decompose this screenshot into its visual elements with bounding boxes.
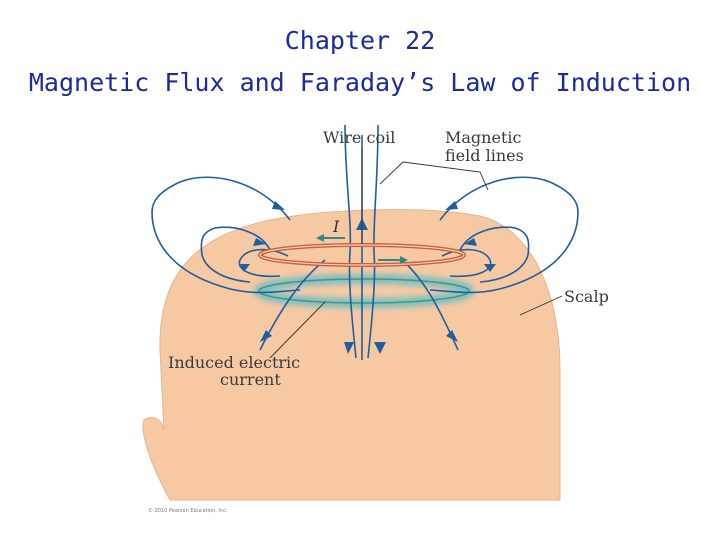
field-line-left-outer: [151, 176, 301, 294]
leader-field-lines: [402, 161, 489, 191]
label-scalp: Scalp: [564, 287, 609, 306]
arrow-right-lower: [446, 330, 458, 342]
label-induced-electric: Induced electric: [168, 353, 300, 372]
arrow-left-outer: [272, 201, 285, 210]
label-current-symbol: I: [332, 217, 340, 236]
arrow-left-inner: [240, 264, 250, 272]
leader-field-lines-2: [379, 161, 404, 185]
field-line-left-middle: [200, 226, 271, 283]
slide-title-line-1: Chapter 22: [284, 26, 436, 55]
leader-scalp: [519, 295, 563, 316]
label-magnetic: Magnetic: [445, 128, 521, 147]
label-current: current: [220, 370, 281, 389]
arrow-left-lower: [260, 330, 272, 342]
field-line-right-outer: [429, 176, 579, 294]
slide-title-line-2: Magnetic Flux and Faraday’s Law of Induc…: [28, 68, 692, 97]
current-arrowhead-front: [400, 256, 408, 264]
arrow-right-inner: [484, 264, 496, 272]
label-wire-coil: Wire coil: [323, 128, 395, 147]
arrow-center-right: [374, 342, 386, 354]
arrow-right-middle: [464, 238, 477, 246]
arrow-center-left: [344, 342, 354, 354]
copyright-notice: © 2010 Pearson Education, Inc.: [148, 507, 228, 514]
magnetic-induction-diagram: Wire coil Magnetic field lines I Scalp I…: [142, 124, 609, 514]
field-line-center-left: [344, 124, 357, 359]
arrow-left-middle: [253, 238, 266, 246]
label-field-lines: field lines: [445, 146, 524, 165]
leader-induced: [269, 301, 326, 359]
field-line-center-right: [367, 124, 379, 359]
field-line-right-middle: [459, 226, 530, 283]
arrow-right-outer: [445, 201, 458, 210]
current-arrowhead-top: [316, 234, 324, 242]
